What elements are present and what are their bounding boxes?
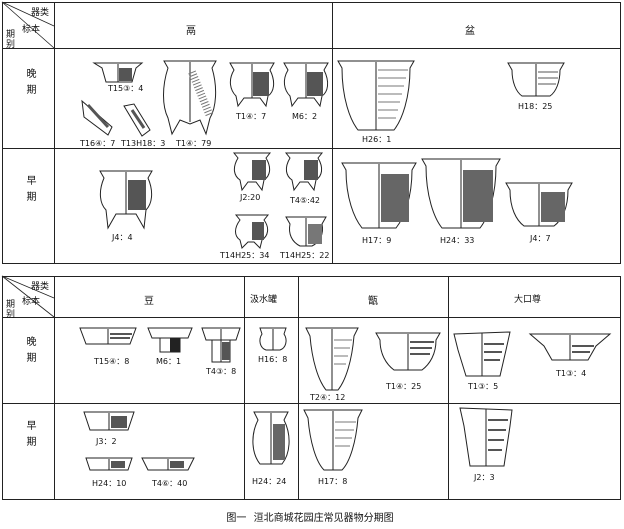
header-dou: 豆 (144, 296, 154, 307)
pot-drawing (337, 60, 415, 131)
table-2-col-line (54, 276, 55, 500)
pot-drawing (259, 327, 287, 351)
corner-period-label: 期别 (6, 30, 16, 50)
pot-drawing (229, 62, 275, 108)
pot-drawing (252, 411, 290, 465)
header-jishuiguan: 汲水罐 (250, 295, 278, 305)
pot-drawing (141, 457, 195, 471)
specimen-label: H17：8 (318, 477, 348, 486)
pot-drawing (305, 327, 359, 391)
specimen-label: M6：1 (156, 357, 182, 366)
pot-drawing (341, 162, 417, 229)
pot-drawing (375, 332, 441, 371)
specimen-label: T14H25：34 (220, 251, 270, 260)
specimen-label: T13H18：3 (121, 139, 166, 148)
header-zeng: 甑 (368, 296, 378, 307)
pot-drawing (81, 99, 113, 136)
table-1-header-line (2, 48, 621, 49)
specimen-label: T15③：4 (108, 84, 144, 93)
header-li: 鬲 (186, 26, 196, 37)
period-early: 早期 (24, 175, 35, 207)
corner-specimen-label: 标本 (22, 25, 41, 35)
specimen-label: T1③：5 (468, 382, 499, 391)
table-2-row-line (2, 403, 621, 404)
specimen-label: H16：8 (258, 355, 288, 364)
specimen-label: H24：24 (252, 477, 287, 486)
pot-drawing (201, 327, 241, 363)
header-pen: 盆 (465, 26, 475, 37)
pot-drawing (285, 216, 327, 247)
specimen-label: T16④：7 (80, 139, 116, 148)
specimen-label: J2:20 (240, 193, 261, 202)
specimen-label: T1③：4 (556, 369, 587, 378)
specimen-label: H26：1 (362, 135, 392, 144)
corner-type-label: 器类 (31, 282, 50, 292)
specimen-label: H17：9 (362, 236, 392, 245)
specimen-label: H24：10 (92, 479, 127, 488)
specimen-label: T14H25：22 (280, 251, 330, 260)
period-late: 晚期 (24, 336, 35, 368)
corner-type-label: 器类 (31, 8, 50, 18)
specimen-label: T4③：8 (206, 367, 237, 376)
table-1-col-line (54, 2, 55, 264)
pot-drawing (85, 457, 133, 471)
specimen-label: T1④：79 (176, 139, 212, 148)
pot-drawing (123, 103, 151, 137)
pot-drawing (147, 327, 193, 353)
table-1-col-line (332, 2, 333, 264)
period-early: 早期 (24, 420, 35, 452)
corner-period-label: 期别 (6, 300, 16, 320)
figure-number: 图一 (226, 513, 247, 524)
specimen-label: T2④：12 (310, 393, 346, 402)
pot-drawing (99, 170, 153, 230)
corner-specimen-label: 标本 (22, 297, 41, 307)
specimen-label: T4⑥：40 (152, 479, 188, 488)
period-late: 晚期 (24, 68, 35, 100)
table-2-col-line (448, 276, 449, 500)
table-2-col-line (244, 276, 245, 500)
pot-drawing (507, 62, 565, 97)
pot-drawing (232, 152, 272, 192)
specimen-label: J2：3 (474, 473, 495, 482)
pot-drawing (284, 152, 324, 192)
specimen-label: H24：33 (440, 236, 475, 245)
table-1 (2, 2, 621, 264)
table-2-corner-diagonals (1, 275, 55, 318)
pot-drawing (234, 214, 270, 249)
pot-drawing (303, 409, 363, 471)
specimen-label: T15④：8 (94, 357, 130, 366)
header-dakouzun: 大口尊 (514, 295, 542, 305)
specimen-label: T4⑤:42 (290, 196, 321, 205)
specimen-label: H18：25 (518, 102, 553, 111)
table-1-corner-diagonals (1, 1, 55, 49)
specimen-label: J4：7 (530, 234, 551, 243)
pot-drawing (505, 182, 573, 227)
pot-drawing (453, 331, 511, 377)
table-2 (2, 276, 621, 500)
pot-drawing (459, 407, 513, 467)
specimen-label: T1④：7 (236, 112, 267, 121)
pot-drawing (79, 327, 137, 345)
pot-drawing (92, 62, 144, 83)
figure-title: 洹北商城花园庄常见器物分期图 (253, 513, 394, 524)
table-2-col-line (298, 276, 299, 500)
figure-caption: 图一 洹北商城花园庄常见器物分期图 (0, 509, 624, 524)
specimen-label: J4：4 (112, 233, 133, 242)
table-1-row-line (2, 148, 621, 149)
table-2-header-line (2, 317, 621, 318)
specimen-label: J3：2 (96, 437, 117, 446)
pot-drawing (83, 411, 135, 431)
pot-drawing (421, 158, 501, 229)
pot-drawing (528, 333, 612, 361)
pot-drawing (283, 62, 329, 108)
specimen-label: M6：2 (292, 112, 318, 121)
pot-drawing (163, 60, 217, 136)
specimen-label: T1④：25 (386, 382, 422, 391)
